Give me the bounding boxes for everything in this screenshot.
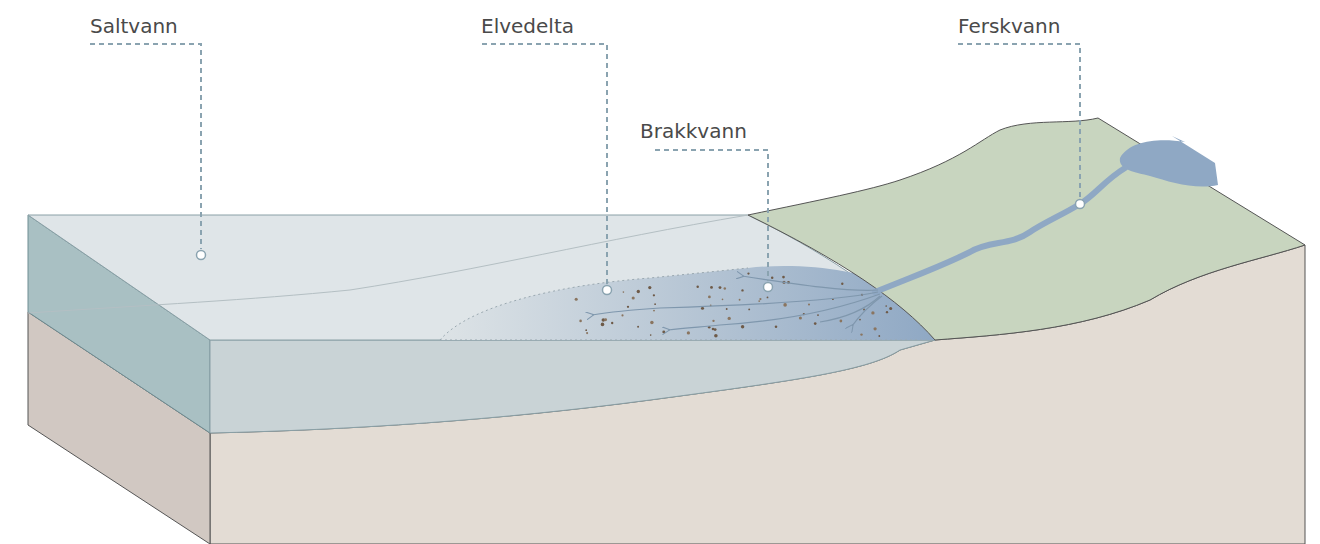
land-surface	[748, 118, 1305, 340]
flow-arrows	[592, 276, 882, 330]
delta-outline	[440, 340, 935, 341]
river	[875, 168, 1125, 292]
leader-dots	[197, 200, 1085, 295]
leader-lines	[90, 44, 1080, 284]
callout-label: Saltvann	[90, 14, 178, 38]
sediment-dots	[575, 272, 893, 337]
lake	[1120, 136, 1218, 187]
callout-label: Brakkvann	[640, 119, 747, 143]
callout-label: Ferskvann	[958, 14, 1060, 38]
callout-label: Elvedelta	[481, 14, 574, 38]
delta-outline	[440, 268, 748, 340]
water-front	[210, 340, 935, 433]
